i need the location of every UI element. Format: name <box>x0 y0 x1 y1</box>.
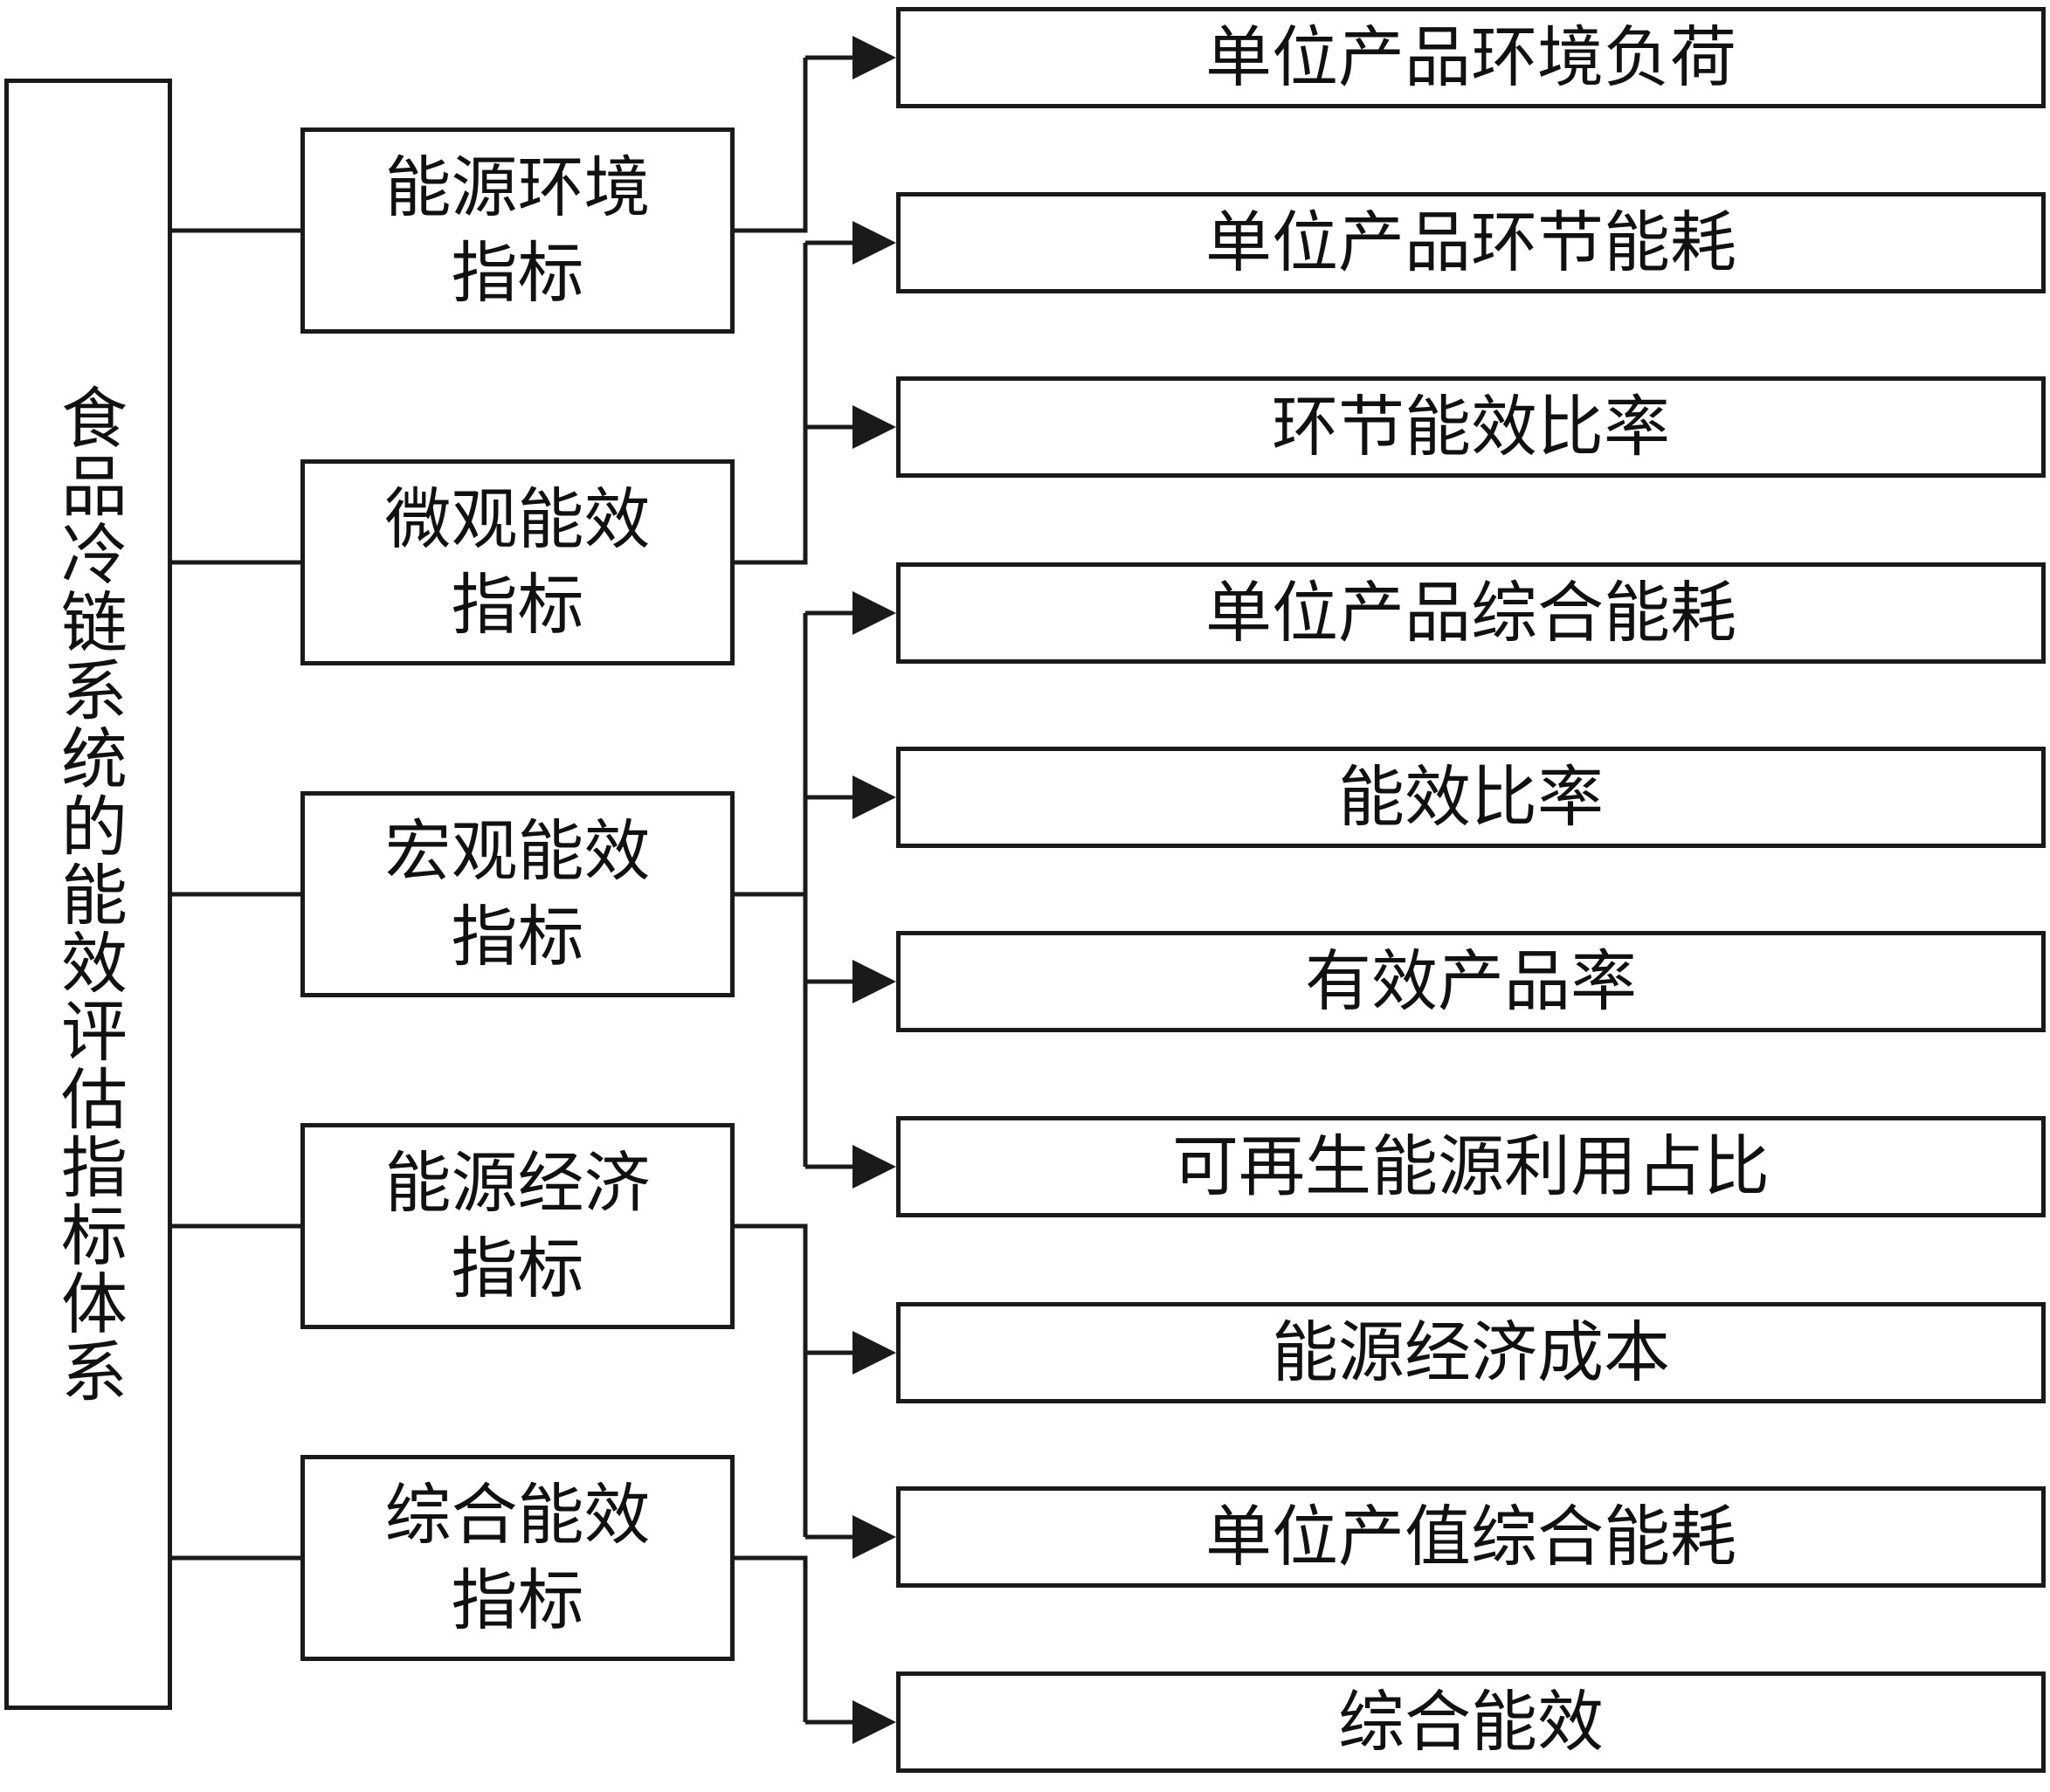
leaf-label: 能效比率 <box>1338 758 1604 836</box>
root-title: 食品冷链系统的能效评估指标体系 <box>50 383 128 1405</box>
leaf-label: 有效产品率 <box>1305 942 1637 1020</box>
category-label: 宏观能效指标 <box>384 812 651 975</box>
category-macro-efficiency: 宏观能效指标 <box>300 791 735 997</box>
leaf-box: 环节能效比率 <box>896 376 2046 478</box>
category-micro-efficiency: 微观能效指标 <box>300 459 735 665</box>
leaf-box: 单位产品环节能耗 <box>896 192 2046 293</box>
leaf-label: 可再生能源利用占比 <box>1172 1127 1770 1205</box>
leaf-label: 单位产品综合能耗 <box>1205 574 1736 651</box>
leaf-label: 能源经济成本 <box>1272 1313 1670 1391</box>
leaf-box: 能效比率 <box>896 747 2046 848</box>
leaf-box: 单位产品环境负荷 <box>896 7 2046 108</box>
category-label: 能源经济指标 <box>384 1144 651 1307</box>
leaf-box: 能源经济成本 <box>896 1302 2046 1403</box>
economic-branch <box>735 1223 808 1537</box>
category-label: 综合能效指标 <box>384 1476 651 1639</box>
energy-env-branch <box>735 58 808 233</box>
comprehensive-branch <box>735 1555 808 1722</box>
category-energy-economic: 能源经济指标 <box>300 1123 735 1329</box>
leaf-label: 环节能效比率 <box>1272 388 1670 465</box>
category-energy-environment: 能源环境指标 <box>300 128 735 334</box>
leaf-box: 有效产品率 <box>896 931 2046 1032</box>
category-comprehensive-efficiency: 综合能效指标 <box>300 1455 735 1661</box>
category-label: 能源环境指标 <box>384 148 651 312</box>
leaf-label: 单位产品环节能耗 <box>1205 203 1736 281</box>
leaf-box: 单位产值综合能耗 <box>896 1486 2046 1588</box>
leaf-box: 综合能效 <box>896 1671 2046 1773</box>
root-box: 食品冷链系统的能效评估指标体系 <box>4 79 172 1710</box>
leaf-box: 可再生能源利用占比 <box>896 1116 2046 1217</box>
micro-branch <box>735 243 808 565</box>
category-label: 微观能效指标 <box>384 480 651 644</box>
leaf-label: 综合能效 <box>1338 1683 1604 1761</box>
leaf-label: 单位产品环境负荷 <box>1205 18 1736 96</box>
leaf-box: 单位产品综合能耗 <box>896 562 2046 664</box>
leaf-label: 单位产值综合能耗 <box>1205 1498 1736 1575</box>
